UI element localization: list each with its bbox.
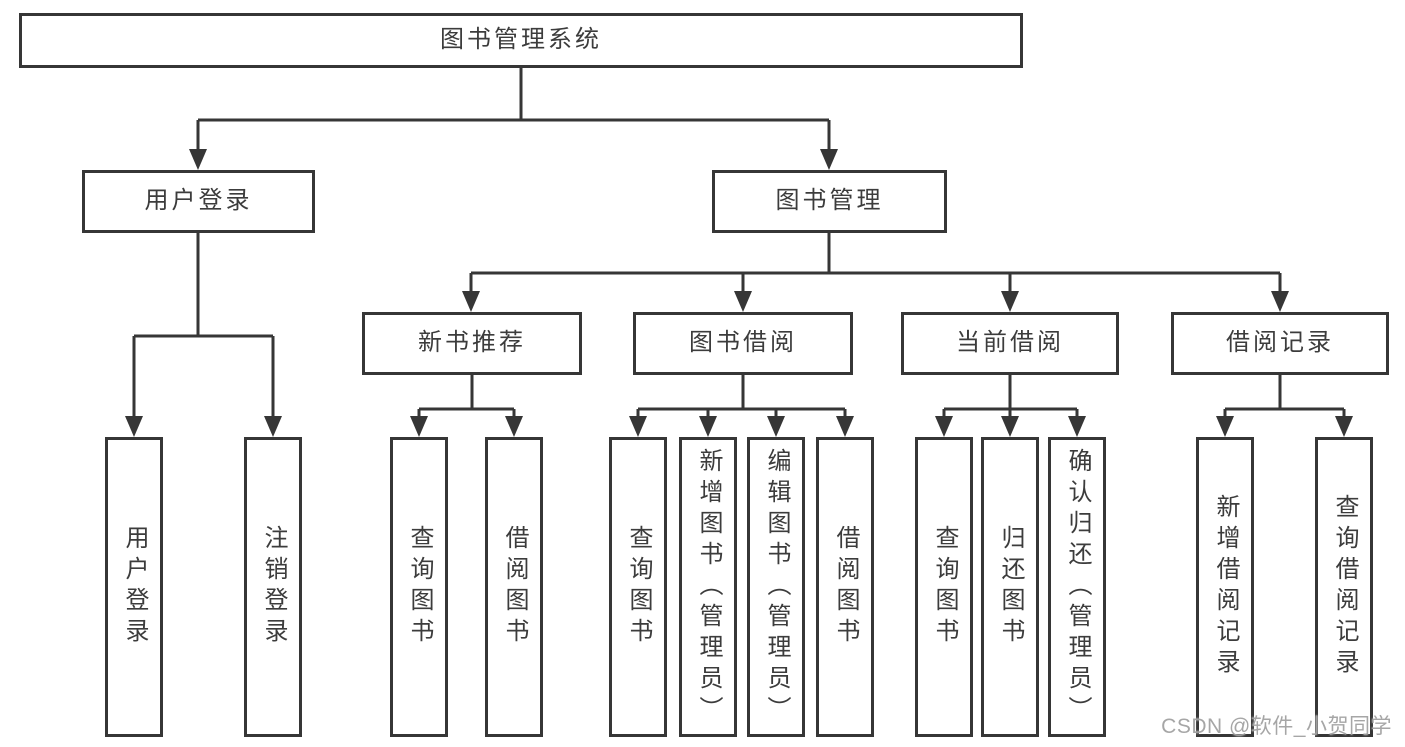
node-label: 新增借阅记录 (1212, 494, 1239, 680)
node-label: 确认归还（管理员） (1064, 447, 1091, 727)
arrow-down-icon (1216, 416, 1234, 437)
connector-line (417, 375, 516, 423)
node-label: 新书推荐 (418, 329, 526, 357)
watermark: CSDN @软件_小贺同学 (1161, 715, 1392, 738)
arrow-down-icon (629, 416, 647, 437)
arrow-down-icon (836, 416, 854, 437)
arrow-down-icon (410, 416, 428, 437)
arrow-down-icon (767, 416, 785, 437)
node-label: 图书管理系统 (440, 26, 602, 54)
connector-line (1223, 375, 1346, 423)
node-label: 注销登录 (260, 525, 287, 649)
node-book-management: 图书管理 (712, 170, 947, 233)
arrow-down-icon (1271, 291, 1289, 312)
node-label: 用户登录 (144, 187, 253, 215)
node-label: 归还图书 (997, 525, 1024, 649)
arrow-down-icon (125, 416, 143, 437)
node-label: 借阅记录 (1226, 329, 1334, 357)
connector-line (636, 375, 847, 423)
node-new-book-recommendation: 新书推荐 (362, 312, 582, 375)
node-label: 借阅图书 (501, 525, 528, 649)
leaf-records-query-borrow-record: 查询借阅记录 (1315, 437, 1373, 737)
leaf-borrowing-borrow-books: 借阅图书 (816, 437, 874, 737)
node-label: 编辑图书（管理员） (763, 447, 790, 727)
node-current-borrowing: 当前借阅 (901, 312, 1119, 375)
arrow-down-icon (1001, 291, 1019, 312)
arrow-down-icon (1001, 416, 1019, 437)
arrow-down-icon (1068, 416, 1086, 437)
node-label: 查询图书 (406, 525, 433, 649)
connector-line (196, 68, 831, 156)
arrow-down-icon (462, 291, 480, 312)
node-library-management-system: 图书管理系统 (19, 13, 1023, 68)
node-label: 查询图书 (625, 525, 652, 649)
connector-line (469, 233, 1282, 298)
arrow-down-icon (820, 149, 838, 170)
node-label: 图书借阅 (689, 329, 797, 357)
leaf-newbooks-borrow-books: 借阅图书 (485, 437, 543, 737)
leaf-current-confirm-return-admin: 确认归还（管理员） (1048, 437, 1106, 737)
leaf-logout-login: 注销登录 (244, 437, 302, 737)
arrowheads (125, 149, 1353, 437)
node-label: 新增图书（管理员） (695, 447, 722, 727)
leaf-borrowing-add-books-admin: 新增图书（管理员） (679, 437, 737, 737)
leaf-newbooks-query-books: 查询图书 (390, 437, 448, 737)
node-label: 图书管理 (775, 187, 884, 215)
node-label: 当前借阅 (956, 329, 1064, 357)
arrow-down-icon (935, 416, 953, 437)
arrow-down-icon (264, 416, 282, 437)
leaf-user-login: 用户登录 (105, 437, 163, 737)
node-book-borrowing: 图书借阅 (633, 312, 853, 375)
leaf-records-add-borrow-record: 新增借阅记录 (1196, 437, 1254, 737)
connector-lines (132, 68, 1346, 423)
node-label: 用户登录 (121, 525, 148, 649)
arrow-down-icon (189, 149, 207, 170)
arrow-down-icon (505, 416, 523, 437)
node-borrowing-records: 借阅记录 (1171, 312, 1389, 375)
node-label: 查询借阅记录 (1331, 494, 1358, 680)
leaf-borrowing-edit-books-admin: 编辑图书（管理员） (747, 437, 805, 737)
leaf-current-query-books: 查询图书 (915, 437, 973, 737)
node-user-login: 用户登录 (82, 170, 315, 233)
leaf-borrowing-query-books: 查询图书 (609, 437, 667, 737)
node-label: 查询图书 (931, 525, 958, 649)
connector-line (132, 233, 275, 423)
arrow-down-icon (734, 291, 752, 312)
arrow-down-icon (699, 416, 717, 437)
node-label: 借阅图书 (832, 525, 859, 649)
leaf-current-return-books: 归还图书 (981, 437, 1039, 737)
connector-line (942, 375, 1079, 423)
arrow-down-icon (1335, 416, 1353, 437)
